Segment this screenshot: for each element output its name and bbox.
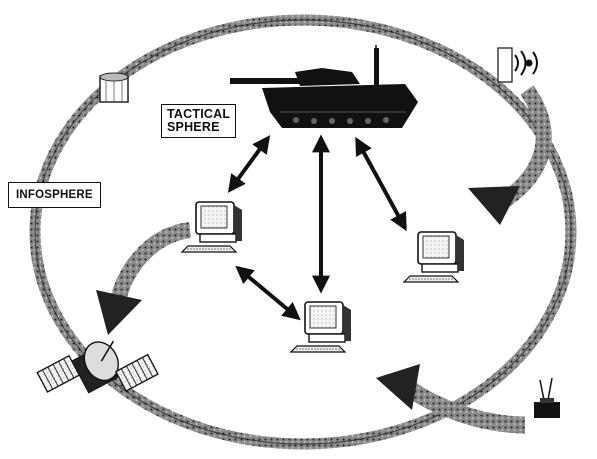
antenna-icon <box>497 47 538 83</box>
radio-tower-icon <box>99 72 129 103</box>
transmitter-icon <box>534 377 560 418</box>
flow-arrow-left <box>96 222 192 335</box>
link-arrows <box>227 134 407 321</box>
arrow-left-center-computer <box>235 265 301 321</box>
computer-right <box>403 231 465 283</box>
tactical-label-line2: SPHERE <box>167 120 220 135</box>
tactical-sphere-label: TACTICAL SPHERE <box>161 104 237 139</box>
arrow-tank-left-computer <box>227 135 271 193</box>
flow-arrow-bottom <box>376 364 526 434</box>
computer-center <box>290 301 352 353</box>
arrow-tank-right-computer <box>355 136 407 232</box>
tank-icon <box>230 45 418 128</box>
flow-arrow-right <box>468 85 552 225</box>
satellite-icon <box>36 340 159 394</box>
computer-left <box>181 201 243 253</box>
infosphere-label: INFOSPHERE <box>8 182 101 209</box>
infosphere-ring <box>29 14 577 450</box>
tactical-label-line1: TACTICAL <box>167 107 231 121</box>
